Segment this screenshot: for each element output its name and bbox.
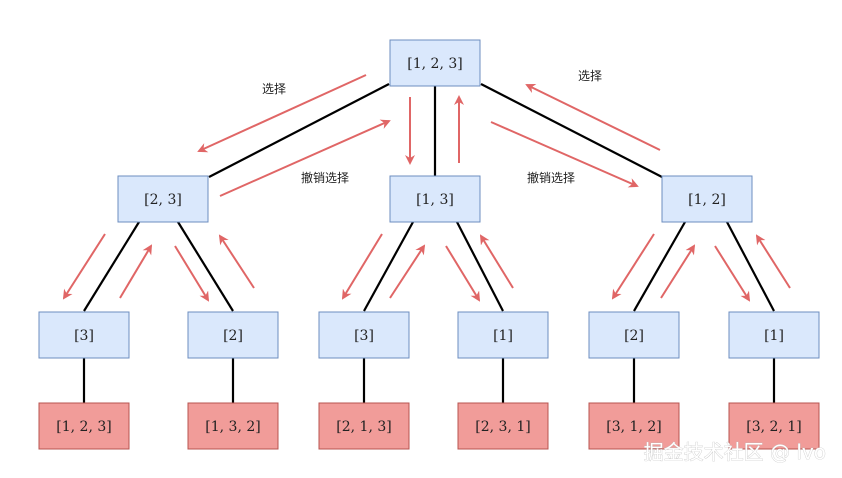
node-l1-b: [1, 3] <box>389 175 481 223</box>
node-l1-c: [1, 2] <box>661 175 753 223</box>
label-undo-right: 撤销选择 <box>527 170 575 185</box>
watermark-text: 掘金技术社区 @ lvo <box>644 440 826 464</box>
node-l2-e-label: [2] <box>624 328 644 344</box>
edge-l1a-l2b <box>177 221 234 312</box>
backtrack-arrows <box>62 74 791 302</box>
edge-l1b-l2d <box>456 221 504 312</box>
node-l2-f: [1] <box>728 311 820 359</box>
leaf-node-b-label: [1, 3, 2] <box>205 419 260 435</box>
choose-arrow-root-to-l1a <box>197 74 367 153</box>
leaf-node-b: [1, 3, 2] <box>187 402 279 450</box>
leaf-node-e-label: [3, 1, 2] <box>606 419 661 435</box>
undo-arrow-l2f-to-l1c <box>755 234 791 289</box>
node-root-label: [1, 2, 3] <box>407 56 462 72</box>
node-l2-b-label: [2] <box>223 328 243 344</box>
label-choose-right: 选择 <box>578 69 602 83</box>
undo-arrow-l1c-to-root <box>525 84 661 151</box>
label-undo-left: 撤销选择 <box>301 170 349 185</box>
undo-arrow-l1a-to-root <box>219 119 391 197</box>
edge-root-l1c <box>480 83 663 178</box>
node-l2-a-label: [3] <box>74 328 94 344</box>
leaf-node-f: [3, 2, 1] <box>728 402 820 450</box>
undo-arrow-l2d-to-l1b <box>479 234 514 289</box>
undo-arrow-l2a-to-l1a <box>119 244 153 299</box>
choose-arrow-l1a-to-l2a <box>62 233 106 300</box>
edge-l1a-l2a <box>83 221 140 312</box>
leaf-node-c-label: [2, 1, 3] <box>336 419 391 435</box>
edge-l1b-l2c <box>363 221 414 312</box>
leaf-node-a: [1, 2, 3] <box>38 402 130 450</box>
operation-labels: 选择 撤销选择 撤销选择 选择 <box>262 69 602 185</box>
node-l1-b-label: [1, 3] <box>416 192 454 208</box>
leaf-node-e: [3, 1, 2] <box>588 402 680 450</box>
leaf-node-f-label: [3, 2, 1] <box>746 419 801 435</box>
choose-arrow-l1c-to-l2f <box>714 245 751 302</box>
label-choose-left: 选择 <box>262 82 286 96</box>
node-l1-a-label: [2, 3] <box>144 192 182 208</box>
edge-l1c-l2f <box>726 221 775 312</box>
leaf-node-c: [2, 1, 3] <box>318 402 410 450</box>
node-l2-a: [3] <box>38 311 130 359</box>
undo-arrow-l2e-to-l1c <box>660 244 696 299</box>
choose-arrow-root-to-l1c <box>490 121 639 188</box>
undo-arrow-l2b-to-l1a <box>218 234 255 289</box>
node-root: [1, 2, 3] <box>389 39 481 87</box>
node-l2-e: [2] <box>588 311 680 359</box>
edge-l1c-l2e <box>633 221 686 312</box>
node-l2-f-label: [1] <box>764 328 784 344</box>
edge-root-l1a <box>208 83 390 178</box>
undo-arrow-l2c-to-l1b <box>389 244 426 299</box>
choose-arrow-l1b-to-l2c <box>341 233 383 300</box>
node-l2-c: [3] <box>318 311 410 359</box>
node-l2-d-label: [1] <box>493 328 513 344</box>
choose-arrow-l1b-to-l2d <box>445 245 481 302</box>
tree-edges <box>82 83 776 403</box>
choose-arrow-l1c-to-l2e <box>611 233 655 300</box>
node-l2-d: [1] <box>457 311 549 359</box>
node-l1-a: [2, 3] <box>117 175 209 223</box>
choose-arrow-l1a-to-l2b <box>174 245 210 302</box>
node-l2-c-label: [3] <box>354 328 374 344</box>
node-l1-c-label: [1, 2] <box>688 192 726 208</box>
node-l2-b: [2] <box>187 311 279 359</box>
leaf-node-d-label: [2, 3, 1] <box>475 419 530 435</box>
leaf-node-d: [2, 3, 1] <box>457 402 549 450</box>
leaf-node-a-label: [1, 2, 3] <box>56 419 111 435</box>
